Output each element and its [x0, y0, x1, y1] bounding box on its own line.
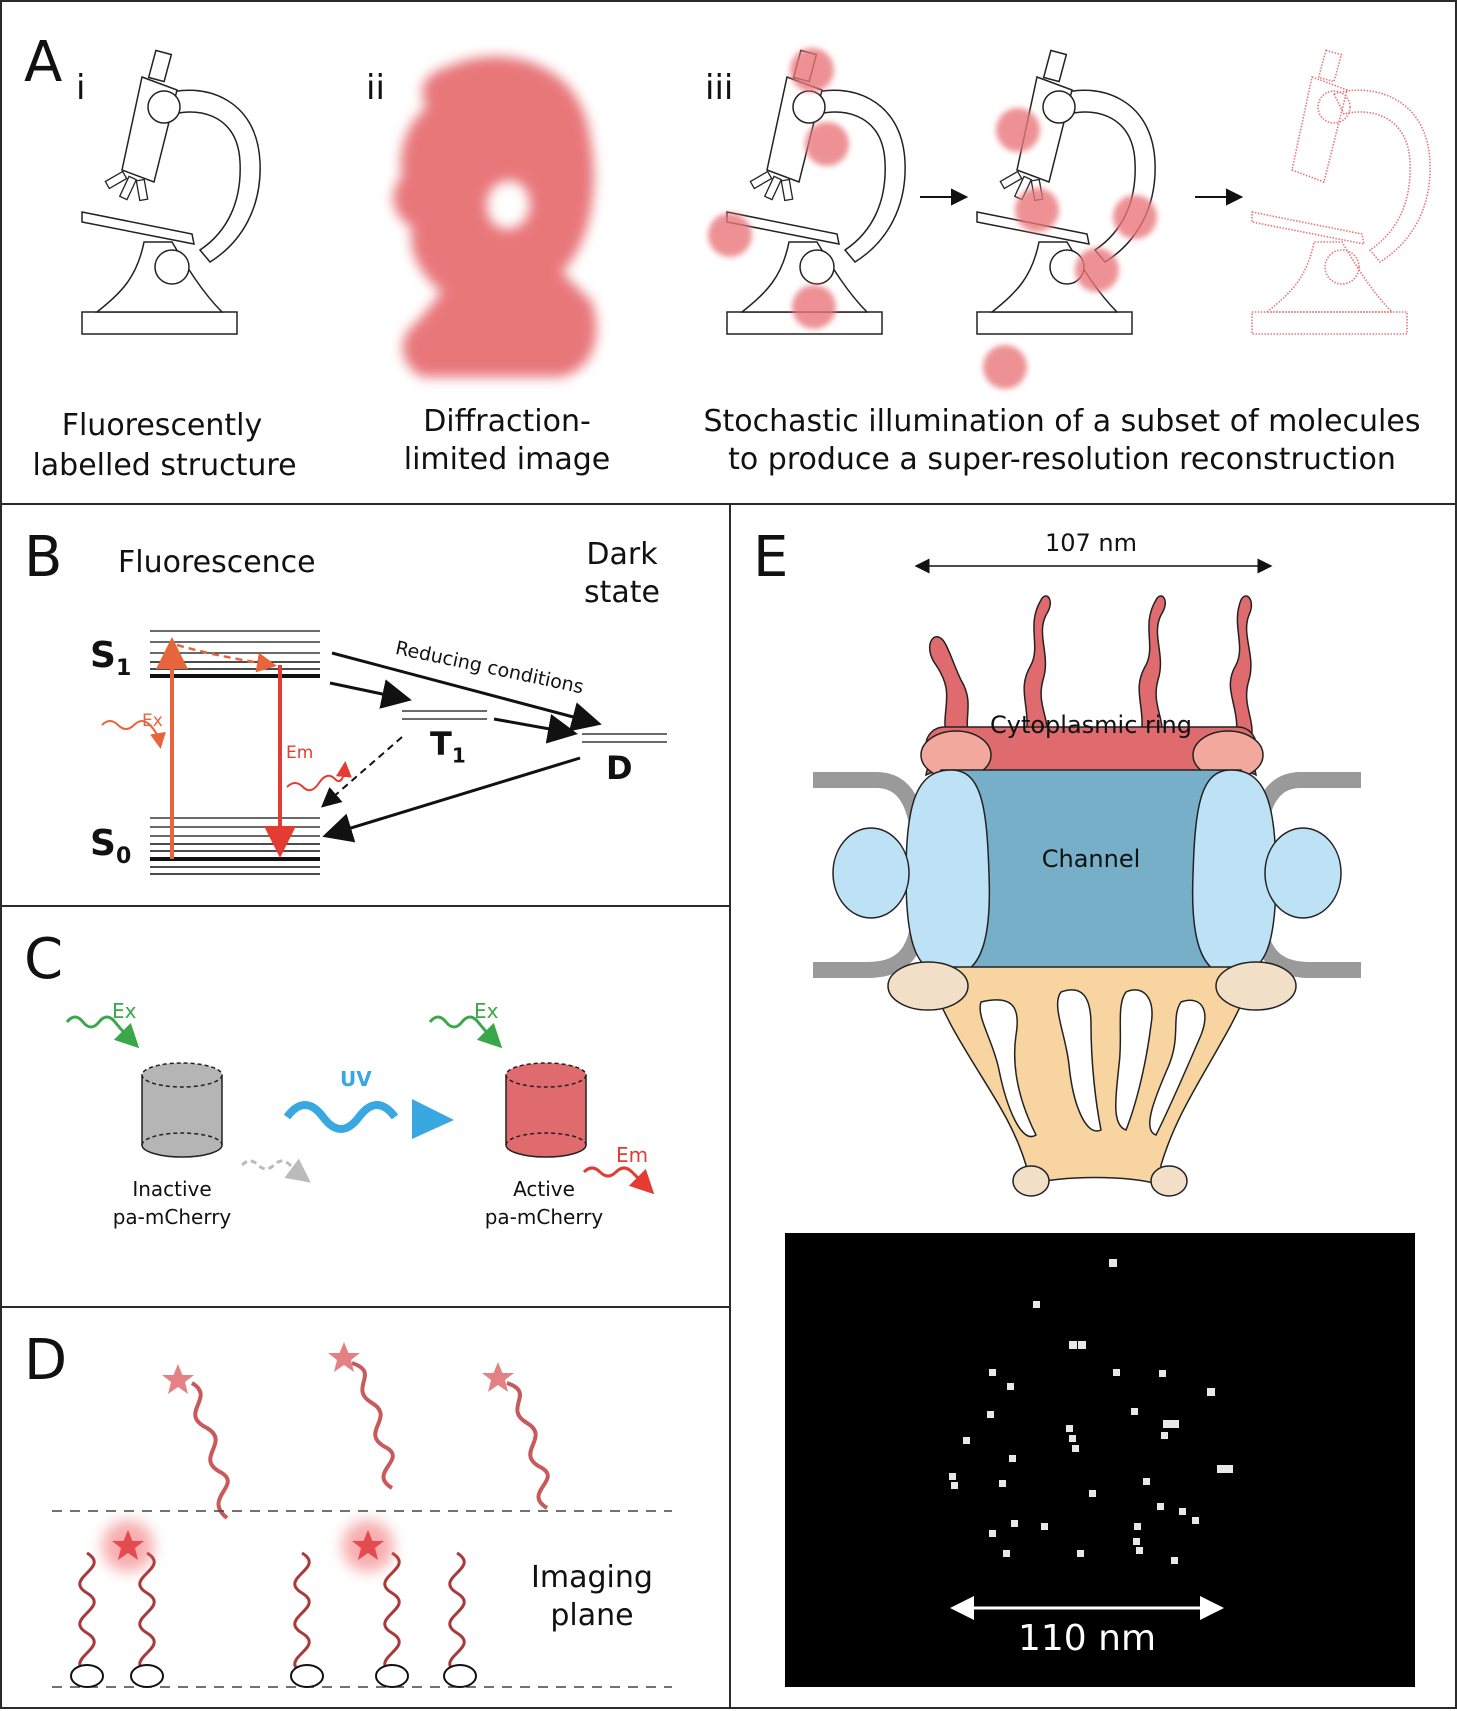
- active-line1: Active: [513, 1177, 575, 1201]
- s0-sub: 0: [115, 844, 132, 870]
- localization-spots: [949, 1259, 1233, 1564]
- panel-d-letter: D: [24, 1328, 68, 1393]
- fluorescence-label: Fluorescence: [118, 545, 316, 580]
- imaging-plane-line2: plane: [550, 1598, 634, 1633]
- panel-a-graphics: [81, 48, 1431, 389]
- arrow-s1-to-d: [331, 651, 602, 732]
- ex-label: Ex: [142, 711, 163, 731]
- s0-label: S0: [90, 823, 131, 869]
- panel-b-letter: B: [24, 525, 63, 590]
- ex-label-left: Ex: [112, 999, 137, 1023]
- uv-wave: [283, 1101, 399, 1133]
- d-levels: [582, 733, 667, 743]
- cytoplasmic-filaments: [928, 595, 1253, 741]
- ex-wave-right: [428, 1015, 503, 1049]
- channel-lobe-right: [1264, 827, 1342, 919]
- s0-main: S: [90, 823, 116, 864]
- channel-side-left: [905, 769, 991, 976]
- free-probe-2: [328, 1342, 395, 1490]
- caption-i-line2: labelled structure: [32, 448, 297, 483]
- t1-main: T: [430, 725, 452, 763]
- bound-anchors: [70, 1664, 477, 1688]
- dark-state-line2: state: [584, 575, 660, 610]
- basket-windows: [979, 989, 1206, 1138]
- basket-foot-left: [1012, 1165, 1050, 1197]
- basket-knob-left: [887, 961, 969, 1011]
- panel-a-sub-iii: iii: [705, 68, 734, 108]
- caption-iii-line1: Stochastic illumination of a subset of m…: [703, 404, 1421, 439]
- channel-label: Channel: [1041, 845, 1141, 873]
- s1-sub: 1: [115, 656, 132, 682]
- microscope-outline-i: [81, 49, 261, 335]
- uv-label: UV: [340, 1067, 372, 1091]
- microscope-reconstruction: [1251, 49, 1431, 335]
- imaging-plane-line1: Imaging: [531, 1560, 653, 1595]
- s1-main: S: [90, 635, 116, 676]
- em-label: Em: [286, 743, 314, 763]
- inactive-cylinder: [141, 1062, 223, 1158]
- bound-probes: [78, 1551, 466, 1675]
- em-wave-c: [582, 1166, 655, 1195]
- free-probe-3: [482, 1362, 550, 1510]
- ex-wave-left: [65, 1015, 140, 1049]
- nuclear-pore-diagram: [785, 558, 1415, 1687]
- em-wave: [286, 761, 352, 792]
- panel-a-letter: A: [24, 30, 63, 95]
- width-label-top: 107 nm: [1044, 529, 1138, 557]
- caption-iii-line2: to produce a super-resolution reconstruc…: [728, 442, 1396, 477]
- inactive-line1: Inactive: [132, 1177, 212, 1201]
- s1-levels: [150, 630, 320, 678]
- s1-label: S1: [90, 635, 131, 681]
- jablonski-diagram: [101, 630, 667, 875]
- active-spots: [708, 48, 1157, 389]
- inactive-line2: pa-mCherry: [112, 1205, 232, 1229]
- cytoplasmic-ring-label: Cytoplasmic ring: [989, 711, 1193, 739]
- photoactivation-diagram: [65, 1015, 655, 1195]
- microscope-outline-iii-b: [976, 49, 1156, 335]
- panel-e: E 107 nm Cytoplasmic ring Channel 110 nm: [729, 503, 1457, 1709]
- width-label-bottom: 110 nm: [1017, 1618, 1157, 1659]
- t1-sub: 1: [451, 743, 466, 768]
- arrow-d-to-s0: [322, 756, 581, 843]
- arrow-s1-to-t1: [329, 679, 412, 709]
- panel-e-letter: E: [753, 525, 789, 590]
- active-line2: pa-mCherry: [484, 1205, 604, 1229]
- glowing-star-2: [342, 1520, 394, 1572]
- panel-a-sub-ii: ii: [366, 68, 385, 108]
- panel-c: C Ex Ex UV Em Inactive pa-mCherry Active…: [0, 905, 731, 1308]
- arrow-right-1: [920, 188, 969, 206]
- t1-label: T1: [430, 725, 466, 767]
- em-label-c: Em: [616, 1143, 649, 1167]
- panel-a-sub-i: i: [76, 68, 86, 108]
- ex-label-right: Ex: [474, 999, 499, 1023]
- dark-state-line1: Dark: [586, 537, 658, 572]
- glowing-star-1: [102, 1520, 154, 1572]
- d-label: D: [606, 749, 633, 787]
- ex-wave: [101, 720, 166, 749]
- basket-knob-right: [1215, 961, 1297, 1011]
- diffraction-blob: [393, 56, 597, 378]
- basket-foot-right: [1150, 1165, 1188, 1197]
- arrow-right-2: [1195, 188, 1244, 206]
- panel-b: B Fluorescence Dark state S1 S0 T1 D Ex …: [0, 503, 731, 907]
- active-cylinder: [505, 1062, 587, 1158]
- panel-d: D Imaging plane: [0, 1306, 731, 1709]
- relaxation-dashed: [176, 643, 277, 673]
- s0-levels: [150, 817, 320, 875]
- channel-lobe-left: [832, 827, 910, 919]
- t1-levels: [402, 710, 487, 720]
- panel-a: A i ii iii Fluorescently labelled struct…: [0, 0, 1457, 505]
- caption-ii-line2: limited image: [403, 442, 611, 477]
- caption-ii-line1: Diffraction-: [423, 404, 591, 439]
- dashed-gray-wave: [240, 1158, 311, 1183]
- imaging-plane-diagram: [52, 1342, 672, 1688]
- arrow-t1-to-s0: [320, 736, 403, 808]
- channel-side-right: [1191, 769, 1277, 976]
- uv-arrowhead: [412, 1099, 454, 1139]
- free-probe-1: [162, 1364, 230, 1520]
- panel-c-letter: C: [24, 927, 64, 992]
- caption-i-line1: Fluorescently: [61, 408, 263, 443]
- arrow-t1-to-d: [493, 713, 578, 744]
